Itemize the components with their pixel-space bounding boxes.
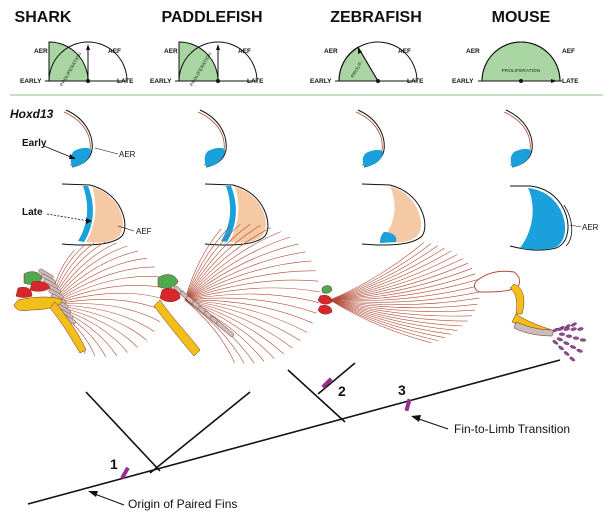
fin-ray — [185, 271, 316, 300]
proliferation-dial-zebrafish: PROLIF. AER AEF EARLY LATE — [310, 42, 424, 85]
aer-label: AER — [324, 48, 338, 55]
early-label: EARLY — [452, 78, 474, 85]
late-expression-zebrafish — [362, 184, 425, 245]
radial-bone — [318, 295, 332, 304]
radial-bone — [318, 305, 332, 314]
phalanx — [563, 341, 570, 346]
early-label: EARLY — [20, 78, 42, 85]
late-label: LATE — [117, 78, 134, 85]
aer-early-label: AER — [119, 150, 136, 159]
node-number-2: 2 — [338, 383, 346, 399]
proliferation-dial-mouse: PROLIFERATION AER AEF EARLY LATE — [452, 42, 579, 85]
early-label: EARLY — [310, 78, 332, 85]
gene-label: Hoxd13 — [10, 107, 54, 121]
early-expression-zebrafish — [356, 110, 384, 167]
phalanx — [557, 327, 563, 331]
phalanx — [570, 327, 576, 331]
late-label: LATE — [562, 78, 579, 85]
late-label: LATE — [247, 78, 264, 85]
fin-ray — [50, 293, 165, 305]
column-title-zebrafish: ZEBRAFISH — [330, 9, 422, 26]
late-expression-mouse: AER — [510, 186, 599, 250]
origin-arrow — [92, 493, 124, 505]
zebrafish-fin-rays — [330, 243, 480, 343]
aef-label: AEF — [398, 48, 411, 55]
aef-label: AEF — [562, 48, 575, 55]
phalanx — [569, 356, 575, 362]
early-label: EARLY — [150, 78, 172, 85]
phalanx — [576, 348, 583, 353]
aef-late-label: AEF — [136, 227, 152, 236]
metapterygium — [154, 300, 200, 356]
aer-late-label: AER — [582, 223, 599, 232]
proliferation-label: PROLIFERATION — [502, 68, 541, 73]
phalanx — [559, 333, 565, 336]
node-number-1: 1 — [110, 456, 118, 472]
zebrafish-branch-tip — [318, 363, 355, 394]
mesopterygium — [16, 287, 32, 297]
hoxd13-domain — [520, 188, 565, 250]
hoxd13-domain — [205, 148, 225, 167]
phalanx — [566, 335, 572, 338]
proliferation-dial-shark: PROLIFERATION AER AEF EARLY LATE — [20, 42, 134, 87]
node-number-3: 3 — [398, 382, 406, 398]
late-expression-paddlefish — [205, 184, 268, 245]
early-expression-paddlefish — [198, 110, 226, 167]
mouse-limb-skeleton — [475, 271, 587, 362]
fin-ray — [50, 276, 160, 305]
phalanx — [552, 339, 558, 345]
phalanx — [571, 322, 578, 327]
phylogenetic-tree: 1 2 3 Origin of Paired Fins Fin-to-Limb … — [28, 360, 570, 511]
early-stage-label: Early — [22, 138, 47, 149]
fin-to-limb-transition-label: Fin-to-Limb Transition — [454, 422, 570, 436]
phalanx — [573, 337, 579, 340]
hoxd13-domain — [511, 149, 531, 167]
aef-label: AEF — [108, 48, 121, 55]
fin-ray — [50, 258, 147, 305]
phalanx — [570, 345, 577, 350]
phalanx — [563, 351, 569, 357]
phalanx — [580, 338, 586, 341]
mouse-digits — [552, 322, 586, 362]
aef-label: AEF — [238, 48, 251, 55]
paddlefish-branch — [150, 392, 250, 473]
shark-branch — [86, 392, 160, 471]
aer-label: AER — [164, 48, 178, 55]
phalanx — [558, 345, 564, 351]
transition-arrow — [416, 418, 448, 429]
late-expression-shark: Late AEF — [22, 184, 152, 245]
late-label: LATE — [407, 78, 424, 85]
paddlefish-fin-rays — [173, 224, 319, 364]
late-stage-label: Late — [22, 207, 43, 218]
aer-label: AER — [466, 48, 480, 55]
propterygium — [322, 286, 332, 294]
column-title-paddlefish: PADDLEFISH — [161, 9, 262, 26]
node-marker-3 — [405, 399, 412, 412]
hoxd13-domain — [363, 150, 383, 167]
zebrafish-fin-skeleton — [318, 243, 480, 343]
phalanx — [577, 327, 583, 331]
column-title-shark: SHARK — [15, 9, 72, 26]
fin-ray — [330, 246, 438, 300]
early-expression-mouse — [504, 110, 532, 167]
proliferation-sector — [482, 42, 560, 81]
humerus — [510, 284, 524, 314]
phalanx — [557, 337, 564, 342]
shark-fin-skeleton — [14, 242, 165, 357]
proliferation-dial-paddlefish: PROLIFERATION AER AEF EARLY LATE — [150, 42, 264, 87]
origin-of-paired-fins-label: Origin of Paired Fins — [128, 497, 237, 511]
column-title-mouse: MOUSE — [492, 9, 551, 26]
aer-label: AER — [34, 48, 48, 55]
